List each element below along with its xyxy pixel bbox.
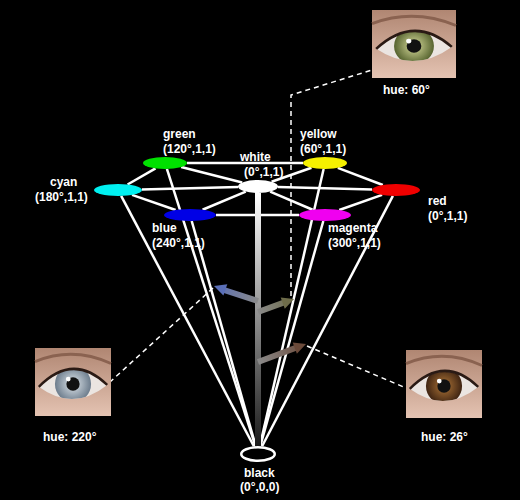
ellipse-shape bbox=[299, 209, 351, 221]
ellipse-fill bbox=[372, 184, 420, 196]
hue-arrow-head bbox=[214, 284, 227, 295]
eye-image bbox=[406, 350, 482, 418]
eye-skin bbox=[406, 350, 482, 418]
ellipse-shape bbox=[240, 446, 276, 462]
leader-line bbox=[307, 346, 406, 388]
eye-image bbox=[372, 10, 456, 78]
connector-line bbox=[338, 168, 383, 185]
color-ellipse: red(0°,1,1) bbox=[372, 184, 420, 196]
color-name: magenta bbox=[328, 221, 377, 235]
color-ellipse: magenta(300°,1,1) bbox=[299, 209, 351, 221]
pupil bbox=[437, 379, 450, 393]
eye-highlight bbox=[406, 39, 411, 44]
ellipse-fill bbox=[143, 157, 187, 169]
eye-image bbox=[35, 348, 111, 416]
connector-line bbox=[121, 196, 254, 446]
eyelid-crease bbox=[372, 16, 456, 25]
eye-skin bbox=[35, 348, 111, 416]
eye-highlight bbox=[66, 377, 71, 382]
color-name: yellow bbox=[300, 127, 337, 141]
hsv-coordinates: (60°,1,1) bbox=[300, 142, 346, 156]
ellipse-fill bbox=[164, 209, 216, 221]
connector-line bbox=[181, 167, 242, 182]
connector-line bbox=[128, 168, 156, 184]
hsv-coordinates: (180°,1,1) bbox=[35, 190, 88, 204]
hsv-coordinates: (0°,1,1) bbox=[428, 209, 467, 223]
hue-label: hue: 220° bbox=[43, 430, 96, 444]
eyelid-crease bbox=[35, 354, 111, 363]
eyelashes bbox=[410, 371, 478, 389]
hue-arrow-shaft bbox=[258, 348, 296, 362]
hsv-coordinates: (0°,1,1) bbox=[244, 165, 283, 179]
color-name: blue bbox=[152, 221, 177, 235]
ellipse-fill bbox=[238, 180, 278, 193]
connector-line bbox=[142, 187, 238, 189]
hue-arrow-head bbox=[293, 343, 306, 354]
pupil bbox=[66, 377, 79, 391]
ellipse-shape bbox=[303, 157, 347, 169]
connector-line bbox=[278, 187, 372, 189]
pupil bbox=[407, 39, 422, 53]
leader-line bbox=[291, 70, 372, 296]
connector-line bbox=[203, 192, 246, 210]
color-name: green bbox=[163, 127, 196, 141]
eye-photo: hue: 26° bbox=[406, 350, 482, 418]
color-ellipse: black(0°,0,0) bbox=[240, 446, 276, 462]
color-ellipse: cyan(180°,1,1) bbox=[94, 184, 142, 196]
eye-highlight bbox=[437, 379, 442, 384]
leader-line bbox=[110, 288, 213, 382]
hsv-coordinates: (120°,1,1) bbox=[163, 142, 216, 156]
hue-label: hue: 26° bbox=[421, 430, 468, 444]
hsv-coordinates: (0°,0,0) bbox=[240, 480, 279, 494]
value-axis bbox=[255, 193, 261, 446]
eye-photo: hue: 220° bbox=[35, 348, 111, 416]
ellipse-shape bbox=[164, 209, 216, 221]
hsv-coordinates: (240°,1,1) bbox=[152, 236, 205, 250]
color-ellipse: green(120°,1,1) bbox=[143, 157, 187, 169]
connector-line bbox=[339, 195, 382, 210]
connector-line bbox=[192, 221, 256, 446]
hue-arrow-shaft bbox=[258, 303, 284, 313]
ellipse-shape bbox=[372, 184, 420, 196]
eyelashes bbox=[39, 369, 107, 387]
color-name: cyan bbox=[50, 175, 77, 189]
ellipse-fill bbox=[241, 447, 275, 461]
ellipse-shape bbox=[94, 184, 142, 196]
ellipse-fill bbox=[299, 209, 351, 221]
eye-skin bbox=[372, 10, 456, 78]
ellipse-shape bbox=[238, 180, 278, 193]
hsv-coordinates: (300°,1,1) bbox=[328, 236, 381, 250]
ellipse-shape bbox=[143, 157, 187, 169]
connector-line bbox=[260, 221, 323, 446]
color-ellipse: white(0°,1,1) bbox=[238, 180, 278, 193]
eyelid-crease bbox=[406, 356, 482, 365]
color-name: black bbox=[244, 466, 275, 480]
connector-line bbox=[132, 195, 176, 210]
eye-photo: hue: 60° bbox=[372, 10, 456, 78]
hue-arrow-head bbox=[281, 298, 294, 309]
color-name: red bbox=[428, 194, 447, 208]
eyelashes bbox=[376, 31, 452, 49]
connector-line bbox=[262, 196, 393, 446]
color-ellipse: blue(240°,1,1) bbox=[164, 209, 216, 221]
ellipse-fill bbox=[94, 184, 142, 196]
hue-arrow-shaft bbox=[224, 290, 258, 301]
color-name: white bbox=[240, 150, 271, 164]
color-ellipse: yellow(60°,1,1) bbox=[303, 157, 347, 169]
ellipse-fill bbox=[303, 157, 347, 169]
hue-label: hue: 60° bbox=[383, 83, 430, 97]
